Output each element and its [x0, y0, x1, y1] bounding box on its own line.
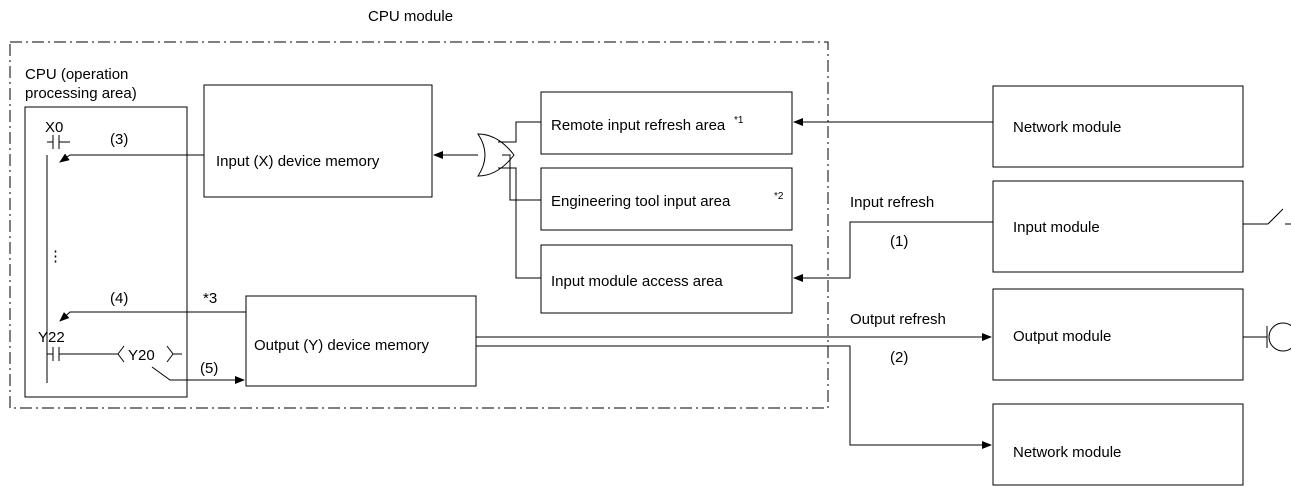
input-device-memory-box — [203, 84, 433, 198]
switch-icon — [1243, 208, 1291, 225]
arrow-input-refresh — [793, 221, 993, 282]
engineering-tool-note: *2 — [774, 191, 784, 202]
cpu-module-label: CPU module — [368, 8, 453, 25]
contact-x0 — [47, 135, 70, 149]
arrow-output-memory-to-y22 — [59, 311, 246, 322]
contact-y22-label: Y22 — [38, 329, 65, 346]
contact-y22 — [47, 347, 118, 361]
contact-x0-label: X0 — [45, 119, 63, 136]
ladder-ellipsis: ⋮ — [48, 248, 63, 265]
remote-input-note: *1 — [734, 115, 744, 126]
arrow-input-memory-to-x0 — [59, 153, 204, 163]
step-2-label: (2) — [890, 349, 908, 366]
cpu-module-boundary — [9, 41, 829, 409]
output-device-memory-box — [245, 295, 477, 387]
lamp-icon — [1243, 322, 1291, 352]
input-module-access-area-label: Input module access area — [551, 273, 723, 290]
output-refresh-label: Output refresh — [850, 311, 946, 328]
input-device-memory-label: Input (X) device memory — [216, 153, 380, 170]
engineering-tool-input-area-box — [540, 167, 793, 231]
coil-y20-label: Y20 — [128, 347, 155, 364]
engineering-tool-input-area-label: Engineering tool input area — [551, 193, 731, 210]
remote-input-refresh-area-label: Remote input refresh area — [551, 117, 726, 134]
arrow-y20-to-output-memory — [151, 366, 245, 384]
step-1-label: (1) — [890, 233, 908, 250]
input-module-label: Input module — [1013, 219, 1100, 236]
cpu-area-label-line1: CPU (operation — [25, 66, 128, 83]
output-device-memory-label: Output (Y) device memory — [254, 337, 430, 354]
step-3-label: (3) — [110, 131, 128, 148]
network-module-bottom-box — [992, 403, 1244, 486]
network-module-top-label: Network module — [1013, 119, 1121, 136]
coil-y20 — [117, 345, 182, 363]
note-3-label: *3 — [203, 290, 217, 307]
input-module-box — [992, 180, 1244, 273]
output-module-label: Output module — [1013, 328, 1111, 345]
arrow-output-refresh-2 — [476, 345, 992, 449]
input-refresh-label: Input refresh — [850, 194, 934, 211]
or-gate-inputs — [498, 121, 541, 279]
input-module-access-area-box — [540, 244, 793, 314]
or-gate — [477, 133, 515, 177]
cpu-area-label-line2: processing area) — [25, 85, 137, 102]
output-module-box — [992, 288, 1244, 381]
step-5-label: (5) — [200, 360, 218, 377]
step-4-label: (4) — [110, 290, 128, 307]
network-module-bottom-label: Network module — [1013, 444, 1121, 461]
network-module-top-box — [992, 85, 1244, 168]
remote-input-refresh-area-box — [540, 91, 793, 155]
